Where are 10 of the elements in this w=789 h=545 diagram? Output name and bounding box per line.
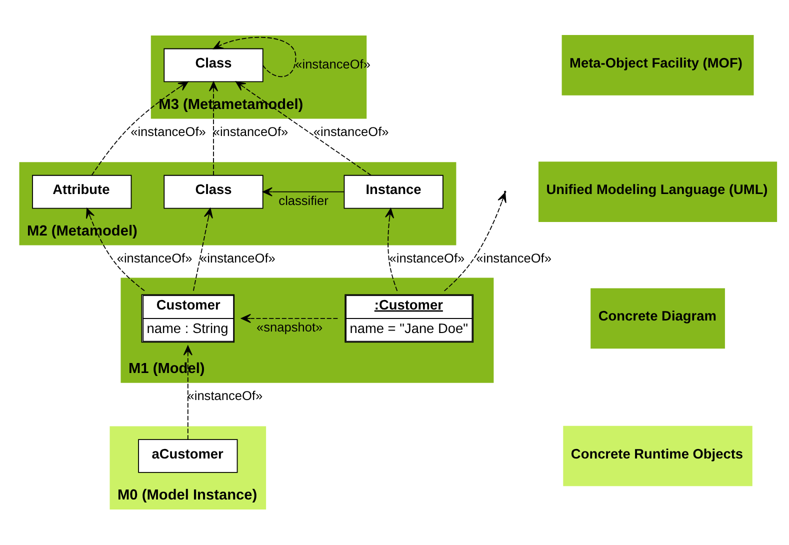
edge-label: «instanceOf» bbox=[200, 250, 276, 266]
edge-label: «instanceOf» bbox=[187, 388, 263, 403]
edge-label: «instanceOf» bbox=[313, 124, 389, 139]
edge-label: «instanceOf» bbox=[389, 250, 465, 266]
edge-label: classifier bbox=[278, 192, 328, 208]
edge-label: «instanceOf» bbox=[116, 250, 192, 266]
edge-label: «instanceOf» bbox=[212, 124, 288, 139]
edge-label: «instanceOf» bbox=[476, 250, 552, 266]
edge-label: «instanceOf» bbox=[130, 124, 206, 139]
edge-label: «snapshot» bbox=[256, 319, 323, 334]
